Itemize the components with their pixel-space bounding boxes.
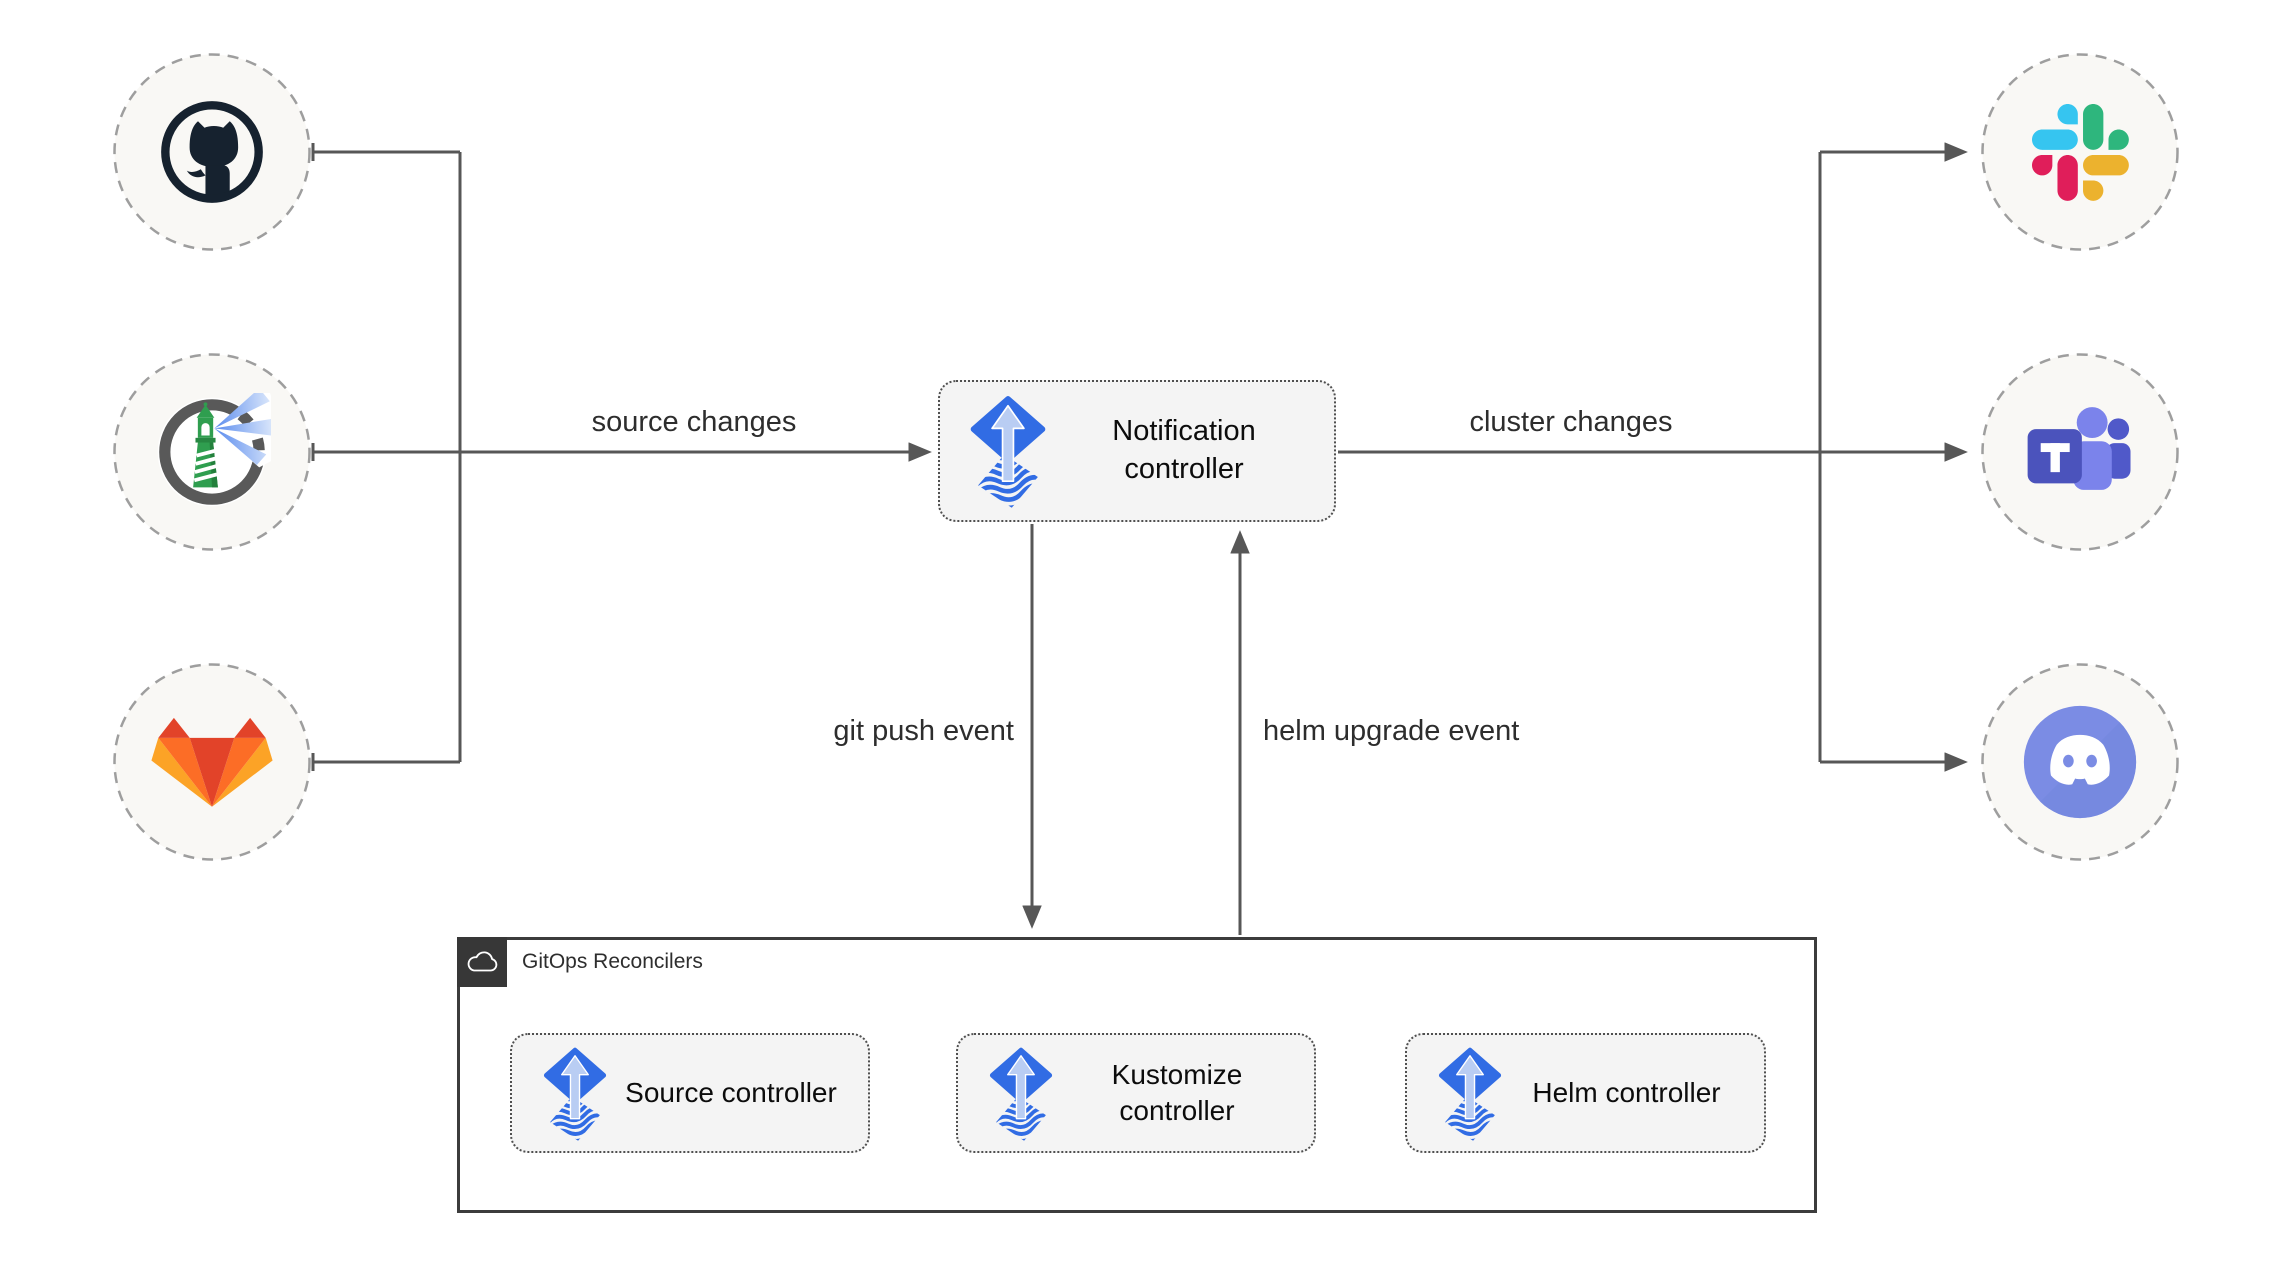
- discord-node: [1980, 662, 2180, 862]
- gitops-reconcilers-label: GitOps Reconcilers: [522, 950, 703, 973]
- slack-node: [1980, 52, 2180, 252]
- edge-cluster-changes-wire: [1338, 142, 1968, 772]
- flux-icon: [986, 1046, 1056, 1141]
- github-icon: [161, 101, 263, 203]
- harbor-icon: [157, 393, 271, 507]
- flux-icon: [1435, 1046, 1505, 1141]
- notification-controller-node: Notification controller: [938, 380, 1336, 522]
- gitlab-icon: [151, 717, 273, 807]
- microsoft-teams-icon: [2027, 406, 2131, 490]
- source-controller-label: Source controller: [625, 1076, 837, 1108]
- kustomize-controller-node: Kustomize controller: [956, 1033, 1316, 1153]
- edge-label-cluster-changes: cluster changes: [1469, 406, 1673, 438]
- edge-label-source-changes: source changes: [591, 406, 797, 438]
- helm-controller-label: Helm controller: [1532, 1076, 1721, 1108]
- edge-source-changes-wire: [311, 143, 932, 771]
- group-tag: [457, 937, 507, 987]
- flux-icon-glyph: [1438, 1047, 1502, 1141]
- slack-icon: [2031, 103, 2129, 201]
- microsoft-teams-node: [1980, 352, 2180, 552]
- harbor-node: [112, 352, 312, 552]
- source-controller-node: Source controller: [510, 1033, 870, 1153]
- flux-icon: [966, 394, 1050, 508]
- cloud-icon: [467, 950, 498, 971]
- discord-icon: [2023, 705, 2137, 819]
- flux-icon-glyph: [970, 396, 1046, 508]
- helm-controller-node: Helm controller: [1405, 1033, 1766, 1153]
- gitops-reconcilers-group: GitOps Reconcilers Source controller: [457, 937, 1817, 1213]
- github-node: [112, 52, 312, 252]
- edge-label-helm-upgrade-event: helm upgrade event: [1263, 715, 1520, 747]
- kustomize-controller-label: Kustomize controller: [1111, 1058, 1243, 1126]
- flux-icon-glyph: [989, 1047, 1053, 1141]
- flux-icon: [540, 1046, 610, 1141]
- dashed-circle: [1981, 53, 2179, 251]
- notification-controller-label: Notification controller: [1112, 415, 1256, 485]
- gitlab-node: [112, 662, 312, 862]
- flux-icon-glyph: [543, 1047, 607, 1141]
- edge-label-git-push-event: git push event: [833, 715, 1014, 747]
